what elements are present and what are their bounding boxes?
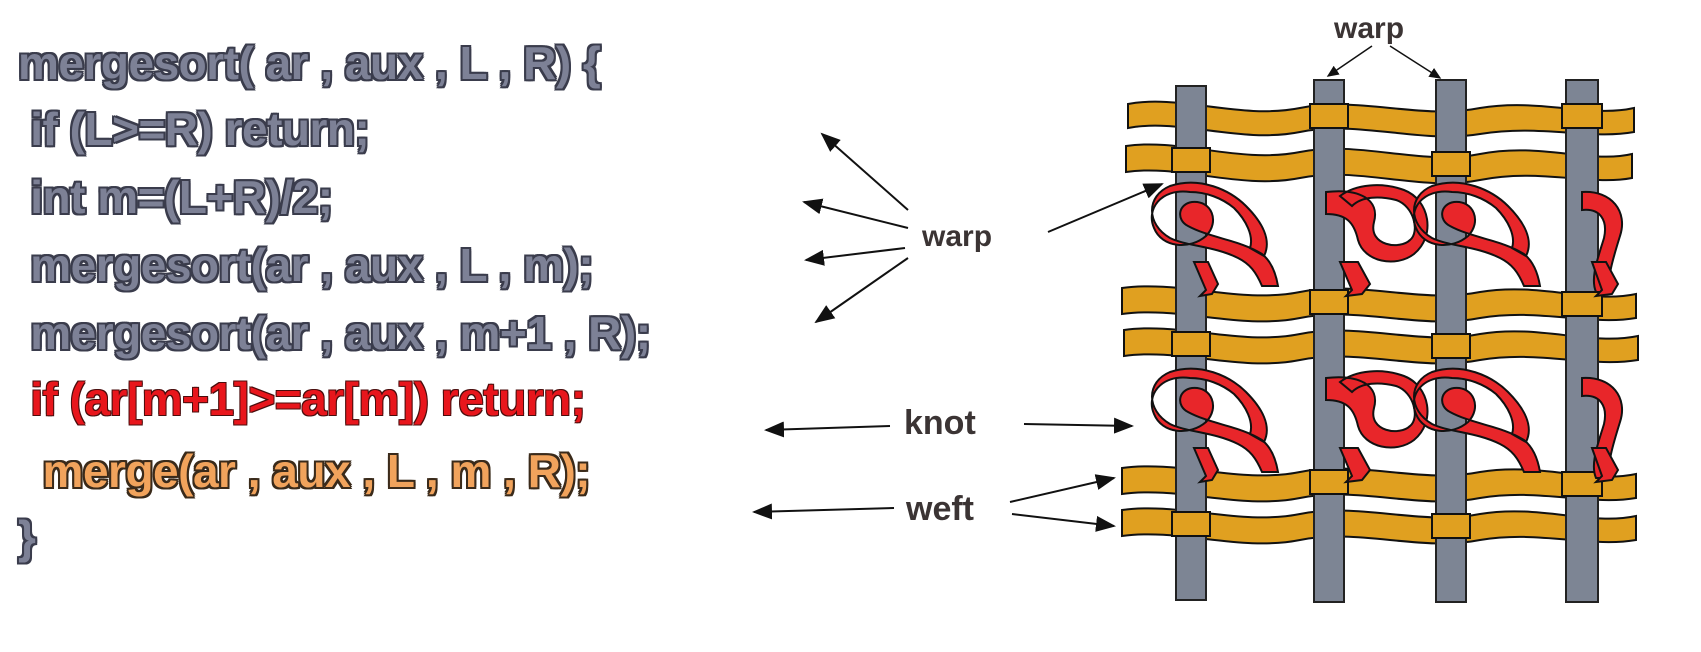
weft-arrows — [752, 474, 1116, 532]
arrow-warp-line5 — [814, 257, 909, 324]
knot-2 — [1325, 184, 1429, 298]
weft-label: weft — [906, 490, 974, 528]
warp-thread-2 — [1313, 79, 1345, 603]
arrow-warp-line4 — [804, 247, 906, 266]
weft-threads — [1121, 100, 1639, 545]
code-line-1: mergesort( ar , aux , L , R) { — [18, 37, 601, 89]
code-line-5: mergesort(ar , aux , m+1 , R); — [18, 307, 651, 359]
knot-1 — [1150, 181, 1280, 298]
arrow-warp-line3 — [802, 198, 909, 229]
warp-label-top: warp — [1334, 12, 1405, 45]
weft-thread-1 — [1127, 100, 1635, 138]
code-line-2: if (L>=R) return; — [18, 103, 370, 155]
knot-arrows — [764, 417, 1134, 438]
arrow-weft-to-thread-a — [1009, 474, 1116, 503]
arrow-warp-top-left — [1326, 45, 1373, 77]
code-line-6-early-return: if (ar[m+1]>=ar[m]) return; — [18, 373, 586, 425]
arrow-knot-to-code — [764, 421, 891, 438]
knot-label: knot — [904, 404, 976, 442]
weft-over-1b — [1561, 103, 1603, 129]
weft-over-2a — [1171, 147, 1211, 173]
weft-over-1a — [1309, 103, 1349, 129]
arrow-warp-line2 — [820, 132, 909, 211]
weft-thread-4 — [1123, 327, 1639, 365]
arrow-warp-to-thread — [1047, 183, 1164, 233]
code-line-8-closing-brace: } — [18, 511, 36, 563]
weft-over-3a — [1309, 289, 1349, 315]
weft-thread-3 — [1121, 285, 1637, 323]
knot-3 — [1412, 181, 1542, 287]
code-line-7-merge-call: merge(ar , aux , L , m , R); — [18, 445, 591, 497]
weft-thread-2 — [1125, 143, 1633, 185]
warp-thread-4 — [1565, 79, 1599, 603]
weft-over-4a — [1171, 331, 1211, 357]
knots — [1150, 181, 1623, 484]
weft-over-6a — [1171, 511, 1211, 537]
arrow-knot-to-weave — [1023, 417, 1134, 434]
knot-4 — [1581, 190, 1623, 298]
knot-5 — [1150, 367, 1280, 484]
warp-label-side: warp — [922, 220, 993, 253]
knot-6 — [1325, 370, 1429, 484]
weft-thread-5 — [1121, 465, 1637, 503]
warp-top-arrows — [1326, 45, 1442, 79]
warp-arrows-to-code — [802, 132, 1164, 324]
weft-over-5a — [1309, 469, 1349, 495]
code-line-4: mergesort(ar , aux , L , m); — [18, 239, 594, 291]
knot-8 — [1581, 376, 1623, 484]
weft-thread-6 — [1121, 507, 1637, 545]
arrow-warp-top-right — [1389, 45, 1442, 79]
weft-over-4b — [1431, 333, 1471, 359]
arrow-weft-to-thread-b — [1011, 513, 1116, 532]
weft-over-2b — [1431, 151, 1471, 177]
arrow-weft-to-code — [752, 503, 895, 520]
code-line-3: int m=(L+R)/2; — [18, 171, 333, 223]
weft-over-6b — [1431, 513, 1471, 539]
knot-7 — [1412, 367, 1542, 473]
